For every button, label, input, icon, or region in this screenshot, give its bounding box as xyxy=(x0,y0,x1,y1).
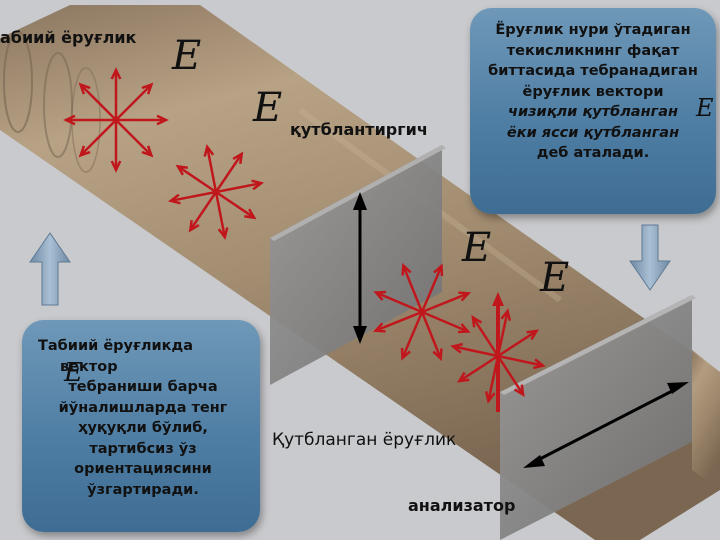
vector-ray xyxy=(420,311,442,359)
polarizer-label: қутблантиргич xyxy=(290,120,428,139)
vector-ray xyxy=(214,191,227,238)
vector-arrowhead xyxy=(78,82,91,95)
vector-ray xyxy=(375,291,423,314)
vector-ray xyxy=(421,292,469,314)
vector-arrowhead xyxy=(251,179,265,191)
e-vector-symbol-3: E xyxy=(462,225,492,271)
vector-ray xyxy=(471,316,500,357)
vector-arrowhead xyxy=(456,371,470,383)
info-left-line-4: йўналишларда тенг xyxy=(58,399,228,416)
vector-arrowhead xyxy=(533,358,546,370)
vector-arrowhead xyxy=(217,227,229,241)
vector-arrowhead xyxy=(373,290,387,301)
analyzer-plate xyxy=(500,295,696,540)
polarized-light-label: Қутбланган ёруғлик xyxy=(272,430,457,450)
info-right-line-4: ёруғлик вектори xyxy=(522,83,664,100)
vector-ray xyxy=(215,181,262,194)
vector-arrowhead xyxy=(244,208,257,220)
vector-ray xyxy=(375,310,423,332)
vector-ray xyxy=(420,265,443,313)
vector-ray xyxy=(401,311,424,359)
natural-light-vector-star-1 xyxy=(63,67,169,173)
vector-ray xyxy=(497,354,544,367)
vector-arrowhead xyxy=(110,160,122,173)
info-right-line-3: биттасида тебранадиган xyxy=(488,63,698,79)
up-arrow-icon xyxy=(29,232,71,306)
polarized-light-vector xyxy=(492,292,504,412)
info-left-line-5: ҳуқуқли бўлиб, xyxy=(78,420,208,436)
vector-arrowhead xyxy=(513,384,525,398)
vector-arrowhead xyxy=(232,151,244,164)
info-right-line-2: текисликнинг фақат xyxy=(506,42,680,59)
e-vector-symbol-box-right: E xyxy=(696,94,714,122)
vector-arrowhead xyxy=(457,323,471,334)
info-box-left xyxy=(22,320,260,532)
vector-arrowhead xyxy=(433,263,444,277)
vector-arrowhead xyxy=(167,193,181,205)
vector-ray xyxy=(115,83,153,121)
analyzer-axis-arrow xyxy=(523,382,689,468)
vector-arrowhead xyxy=(372,322,386,333)
vector-ray xyxy=(79,83,117,121)
vector-arrowhead xyxy=(175,164,188,176)
info-box-right xyxy=(470,8,716,214)
vector-arrowhead xyxy=(203,143,215,157)
vector-arrowhead xyxy=(458,291,472,302)
info-left-line-7: ориентациясини xyxy=(74,461,212,477)
info-box-right-text: Ёруғлик нури ўтадиган текисликнинг фақат… xyxy=(472,20,714,164)
e-vector-symbol-box-left: E xyxy=(64,358,83,388)
vector-arrowhead xyxy=(156,114,169,126)
natural-light-label: абиий ёруғлик xyxy=(0,28,137,47)
vector-ray xyxy=(177,165,217,194)
info-left-line-1: Табиий ёруғликда xyxy=(38,338,193,354)
natural-light-vector-star-4 xyxy=(450,308,546,404)
vector-ray xyxy=(79,119,117,157)
vector-arrowhead xyxy=(450,342,463,354)
vector-ray xyxy=(215,190,255,219)
vector-ray xyxy=(458,354,499,383)
info-right-line-5: чизиқли қутбланган xyxy=(508,104,678,120)
info-left-line-2: вектор xyxy=(60,358,118,375)
info-left-line-6: тартибсиз ўз xyxy=(89,440,197,457)
vector-arrowhead xyxy=(432,348,443,362)
natural-light-vector-star-2 xyxy=(167,143,265,241)
vector-arrowhead xyxy=(63,114,76,126)
polarizer-axis-arrow xyxy=(353,192,367,344)
e-vector-symbol-1: E xyxy=(172,33,202,79)
analyzer-label: анализатор xyxy=(408,496,516,515)
info-right-line-7: деб аталади. xyxy=(536,145,650,161)
e-vector-symbol-4: E xyxy=(540,255,570,301)
info-right-line-6: ёки ясси қутбланган xyxy=(506,124,680,141)
vector-arrowhead xyxy=(401,262,412,276)
e-vector-symbol-2: E xyxy=(253,85,283,131)
vector-ray xyxy=(497,329,538,358)
natural-light-vector-star-3 xyxy=(372,262,472,362)
vector-ray xyxy=(402,265,424,313)
vector-ray xyxy=(189,191,218,231)
vector-ray xyxy=(214,153,243,193)
vector-ray xyxy=(115,119,153,157)
vector-ray xyxy=(170,190,217,203)
info-right-line-1: Ёруғлик нури ўтадиган xyxy=(495,22,691,38)
vector-arrowhead xyxy=(141,145,154,158)
vector-arrowhead xyxy=(471,314,483,328)
info-box-left-text: Табиий ёруғликда вектор тебраниши барча … xyxy=(32,336,254,500)
vector-arrowhead xyxy=(78,145,91,158)
info-left-line-3: тебраниши барча xyxy=(68,379,218,395)
vector-ray xyxy=(205,146,218,193)
vector-arrowhead xyxy=(141,82,154,95)
info-left-line-8: ўзгартиради. xyxy=(87,481,199,498)
vector-arrowhead xyxy=(500,308,512,321)
vector-arrowhead xyxy=(110,67,122,80)
vector-arrowhead xyxy=(400,347,411,361)
vector-arrowhead xyxy=(188,220,200,233)
vector-ray xyxy=(496,355,525,396)
down-arrow-icon xyxy=(629,224,671,291)
vector-ray xyxy=(452,345,499,358)
vector-ray xyxy=(421,310,469,333)
vector-arrowhead xyxy=(526,329,540,341)
vector-arrowhead xyxy=(484,391,496,404)
polarizer-plate xyxy=(270,145,446,385)
